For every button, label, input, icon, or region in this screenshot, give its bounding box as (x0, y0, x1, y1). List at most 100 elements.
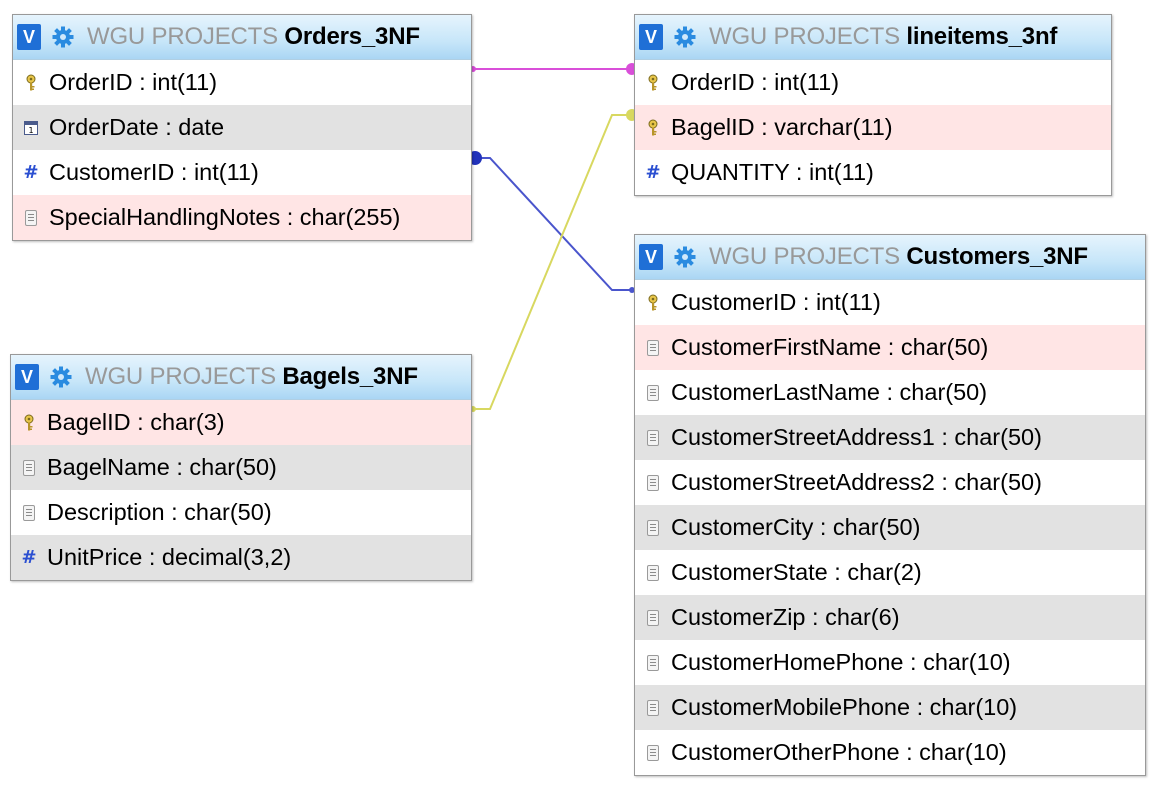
field-row[interactable]: BagelID : char(3) (11, 400, 471, 445)
field-label: Description : char(50) (47, 499, 272, 525)
field-row[interactable]: CustomerHomePhone : char(10) (635, 640, 1145, 685)
field-row[interactable]: BagelID : varchar(11) (635, 105, 1111, 150)
field-label: BagelName : char(50) (47, 454, 277, 480)
field-row[interactable]: CustomerCity : char(50) (635, 505, 1145, 550)
field-list: OrderID : int(11) 1 OrderDate : date #Custo… (13, 60, 471, 240)
table-title: WGU PROJECTS Customers_3NF (709, 243, 1088, 271)
svg-text:1: 1 (28, 126, 33, 135)
field-row[interactable]: # QUANTITY : int(11) (635, 150, 1111, 195)
gear-icon[interactable] (673, 244, 699, 270)
text-icon (21, 503, 37, 523)
date-icon: 1 (23, 118, 39, 138)
number-icon: # (645, 162, 661, 183)
field-label: CustomerMobilePhone : char(10) (671, 694, 1018, 720)
gear-icon[interactable] (49, 364, 75, 390)
field-row[interactable]: CustomerOtherPhone : char(10) (635, 730, 1145, 775)
field-label: SpecialHandlingNotes : char(255) (49, 204, 401, 230)
field-label: OrderID : int(11) (671, 69, 840, 95)
table-lineitems[interactable]: V WGU PROJECTS lineitems_3nf OrderID : i… (634, 14, 1112, 196)
field-label: BagelID : varchar(11) (671, 114, 893, 140)
field-row[interactable]: Description : char(50) (11, 490, 471, 535)
table-orders[interactable]: V WGU PROJECTS Orders_3NF OrderID : int(… (12, 14, 472, 241)
field-label: CustomerZip : char(6) (671, 604, 900, 630)
field-label: CustomerID : int(11) (671, 289, 881, 315)
text-icon (645, 473, 661, 493)
field-row[interactable]: CustomerFirstName : char(50) (635, 325, 1145, 370)
table-title: WGU PROJECTS Bagels_3NF (85, 363, 418, 391)
field-list: BagelID : char(3) BagelName : char(50) Des… (11, 400, 471, 580)
table-customers[interactable]: V WGU PROJECTS Customers_3NF CustomerID … (634, 234, 1146, 776)
text-icon (645, 563, 661, 583)
field-row[interactable]: CustomerState : char(2) (635, 550, 1145, 595)
field-label: OrderID : int(11) (49, 69, 218, 95)
field-label: OrderDate : date (49, 114, 225, 140)
key-icon (645, 118, 661, 138)
field-list: OrderID : int(11) BagelID : varchar(11) # Q… (635, 60, 1111, 195)
table-header[interactable]: V WGU PROJECTS Orders_3NF (13, 15, 471, 60)
key-icon (21, 413, 37, 433)
field-row[interactable]: CustomerStreetAddress1 : char(50) (635, 415, 1145, 460)
text-icon (645, 428, 661, 448)
field-row[interactable]: #CustomerID : int(11) (13, 150, 471, 195)
table-header[interactable]: V WGU PROJECTS lineitems_3nf (635, 15, 1111, 60)
database-name: WGU PROJECTS (709, 243, 900, 270)
text-icon (21, 458, 37, 478)
field-label: CustomerStreetAddress1 : char(50) (671, 424, 1042, 450)
database-name: WGU PROJECTS (85, 363, 276, 390)
field-label: CustomerID : int(11) (49, 159, 259, 185)
field-row[interactable]: CustomerID : int(11) (635, 280, 1145, 325)
toggle-columns-button[interactable]: V (15, 364, 39, 390)
gear-icon[interactable] (51, 24, 77, 50)
text-icon (645, 698, 661, 718)
key-icon (23, 73, 39, 93)
field-label: CustomerState : char(2) (671, 559, 922, 585)
text-icon (645, 743, 661, 763)
field-row[interactable]: OrderID : int(11) (635, 60, 1111, 105)
field-row[interactable]: BagelName : char(50) (11, 445, 471, 490)
field-label: CustomerLastName : char(50) (671, 379, 988, 405)
field-row[interactable]: CustomerLastName : char(50) (635, 370, 1145, 415)
field-label: CustomerOtherPhone : char(10) (671, 739, 1007, 765)
key-icon (645, 293, 661, 313)
relation-bagels-lineitems-bagelid (471, 114, 632, 410)
number-icon: # (21, 547, 37, 568)
field-row[interactable]: CustomerZip : char(6) (635, 595, 1145, 640)
field-row[interactable]: 1 OrderDate : date (13, 105, 471, 150)
text-icon (645, 653, 661, 673)
table-name: Orders_3NF (284, 23, 420, 50)
database-name: WGU PROJECTS (87, 23, 278, 50)
database-name: WGU PROJECTS (709, 23, 900, 50)
field-label: UnitPrice : decimal(3,2) (47, 544, 292, 570)
text-icon (645, 383, 661, 403)
field-row[interactable]: # UnitPrice : decimal(3,2) (11, 535, 471, 580)
table-header[interactable]: V WGU PROJECTS Bagels_3NF (11, 355, 471, 400)
relation-orders-customers-customerid (471, 157, 632, 291)
text-icon (645, 608, 661, 628)
text-icon (645, 338, 661, 358)
field-row[interactable]: OrderID : int(11) (13, 60, 471, 105)
field-row[interactable]: SpecialHandlingNotes : char(255) (13, 195, 471, 240)
field-label: BagelID : char(3) (47, 409, 225, 435)
field-label: CustomerHomePhone : char(10) (671, 649, 1011, 675)
field-label: QUANTITY : int(11) (671, 159, 874, 185)
table-name: Customers_3NF (906, 243, 1088, 270)
table-bagels[interactable]: V WGU PROJECTS Bagels_3NF BagelID : char… (10, 354, 472, 581)
table-name: lineitems_3nf (906, 23, 1058, 50)
field-row[interactable]: CustomerStreetAddress2 : char(50) (635, 460, 1145, 505)
table-name: Bagels_3NF (282, 363, 418, 390)
toggle-columns-button[interactable]: V (639, 244, 663, 270)
key-icon (645, 73, 661, 93)
toggle-columns-button[interactable]: V (17, 24, 41, 50)
table-header[interactable]: V WGU PROJECTS Customers_3NF (635, 235, 1145, 280)
field-label: CustomerStreetAddress2 : char(50) (671, 469, 1042, 495)
field-label: CustomerCity : char(50) (671, 514, 921, 540)
toggle-columns-button[interactable]: V (639, 24, 663, 50)
table-title: WGU PROJECTS Orders_3NF (87, 23, 420, 51)
field-row[interactable]: CustomerMobilePhone : char(10) (635, 685, 1145, 730)
gear-icon[interactable] (673, 24, 699, 50)
table-title: WGU PROJECTS lineitems_3nf (709, 23, 1057, 51)
text-icon (23, 208, 39, 228)
field-label: CustomerFirstName : char(50) (671, 334, 989, 360)
field-list: CustomerID : int(11) CustomerFirstName : … (635, 280, 1145, 775)
text-icon (645, 518, 661, 538)
